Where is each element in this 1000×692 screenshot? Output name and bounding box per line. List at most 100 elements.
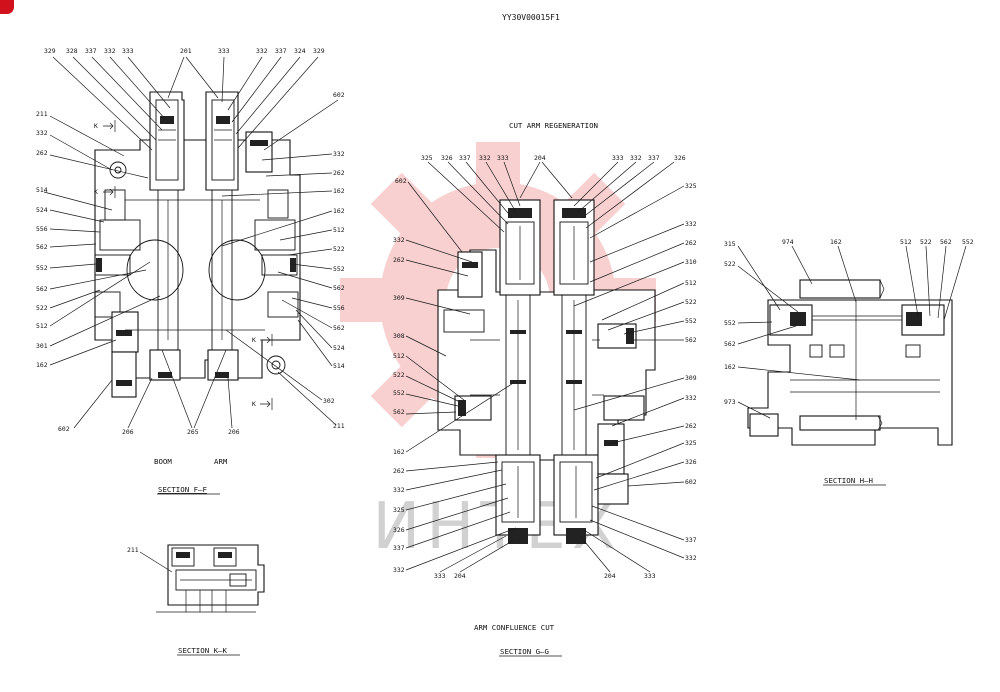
part-label: 602 xyxy=(395,177,407,185)
part-label: 333 xyxy=(612,154,624,162)
part-label: 162 xyxy=(724,363,736,371)
part-label: 522 xyxy=(393,371,405,379)
section-hh-title: SECTION H—H xyxy=(824,476,873,485)
part-label: 204 xyxy=(604,572,616,580)
section-ff-leaders xyxy=(43,56,339,429)
part-label: 562 xyxy=(940,238,952,246)
part-label: 522 xyxy=(36,304,48,312)
part-label: 308 xyxy=(393,332,405,340)
section-marker: K xyxy=(252,336,256,344)
document-code: YY30V00015F1 xyxy=(502,13,560,22)
part-label: 512 xyxy=(333,226,345,234)
part-label: 326 xyxy=(441,154,453,162)
part-label: 337 xyxy=(85,47,97,55)
part-label: 562 xyxy=(333,284,345,292)
section-ff-title: SECTION F—F xyxy=(158,485,207,494)
part-label: 602 xyxy=(333,91,345,99)
part-label: 326 xyxy=(685,458,697,466)
part-label: 337 xyxy=(459,154,471,162)
part-label: 602 xyxy=(685,478,697,486)
part-label: 552 xyxy=(724,319,736,327)
part-label: 333 xyxy=(497,154,509,162)
section-marker: K xyxy=(94,122,98,130)
part-label: 333 xyxy=(218,47,230,55)
caption-arm: ARM xyxy=(214,457,228,466)
part-label: 206 xyxy=(228,428,240,436)
section-kk-title: SECTION K—K xyxy=(178,646,227,655)
part-label: 262 xyxy=(393,256,405,264)
part-label: 562 xyxy=(36,243,48,251)
part-label: 332 xyxy=(393,486,405,494)
part-label: 329 xyxy=(313,47,325,55)
part-label: 332 xyxy=(104,47,116,55)
part-label: 332 xyxy=(630,154,642,162)
part-label: 332 xyxy=(393,236,405,244)
part-label: 337 xyxy=(648,154,660,162)
section-ff-drawing xyxy=(94,91,301,410)
section-hh-leaders xyxy=(737,245,967,419)
part-label: 552 xyxy=(36,264,48,272)
part-label: 309 xyxy=(393,294,405,302)
part-label: 562 xyxy=(333,324,345,332)
part-label: 332 xyxy=(685,554,697,562)
part-label: 332 xyxy=(479,154,491,162)
part-label: 328 xyxy=(66,47,78,55)
part-label: 326 xyxy=(674,154,686,162)
part-label: 325 xyxy=(685,182,697,190)
part-label: 162 xyxy=(36,361,48,369)
part-label: 211 xyxy=(36,110,48,118)
corner-badge xyxy=(0,0,14,14)
part-label: 522 xyxy=(724,260,736,268)
section-gg-drawing xyxy=(437,199,656,544)
part-label: 522 xyxy=(333,245,345,253)
part-label: 206 xyxy=(122,428,134,436)
caption-boom: BOOM xyxy=(154,457,172,466)
part-label: 329 xyxy=(44,47,56,55)
part-label: 201 xyxy=(180,47,192,55)
part-label: 512 xyxy=(900,238,912,246)
part-label: 301 xyxy=(36,342,48,350)
part-label: 333 xyxy=(644,572,656,580)
part-label: 522 xyxy=(685,298,697,306)
part-label: 333 xyxy=(434,572,446,580)
part-label: 512 xyxy=(36,322,48,330)
part-label: 326 xyxy=(393,526,405,534)
part-label: 211 xyxy=(333,422,345,430)
part-label: 514 xyxy=(36,186,48,194)
part-label: 514 xyxy=(333,362,345,370)
part-label: 512 xyxy=(393,352,405,360)
part-label: 556 xyxy=(333,304,345,312)
part-label: 332 xyxy=(685,394,697,402)
part-label: 162 xyxy=(393,448,405,456)
part-label: 562 xyxy=(36,285,48,293)
part-label: 325 xyxy=(685,439,697,447)
section-gg-bottom-caption: ARM CONFLUENCE CUT xyxy=(474,623,555,632)
part-label: 337 xyxy=(685,536,697,544)
part-label: 332 xyxy=(333,150,345,158)
part-label: 204 xyxy=(454,572,466,580)
part-label: 337 xyxy=(393,544,405,552)
part-label: 162 xyxy=(333,207,345,215)
section-kk-drawing xyxy=(139,544,265,613)
part-label: 315 xyxy=(724,240,736,248)
part-label: 332 xyxy=(393,566,405,574)
part-label: 973 xyxy=(724,398,736,406)
part-label: 524 xyxy=(36,206,48,214)
part-label: 324 xyxy=(294,47,306,55)
part-label: 309 xyxy=(685,374,697,382)
part-label: 552 xyxy=(333,265,345,273)
part-label: 974 xyxy=(782,238,794,246)
part-label: 332 xyxy=(36,129,48,137)
part-label: 262 xyxy=(333,169,345,177)
part-label: 332 xyxy=(256,47,268,55)
part-label: 562 xyxy=(724,340,736,348)
section-hh-labels: 315 974 162 512 522 562 552 522 552 562 … xyxy=(724,238,974,406)
part-label: 162 xyxy=(830,238,842,246)
part-label: 524 xyxy=(333,344,345,352)
part-label: 512 xyxy=(685,279,697,287)
part-label: 262 xyxy=(393,467,405,475)
part-label: 562 xyxy=(393,408,405,416)
part-label: 262 xyxy=(36,149,48,157)
part-label: 556 xyxy=(36,225,48,233)
